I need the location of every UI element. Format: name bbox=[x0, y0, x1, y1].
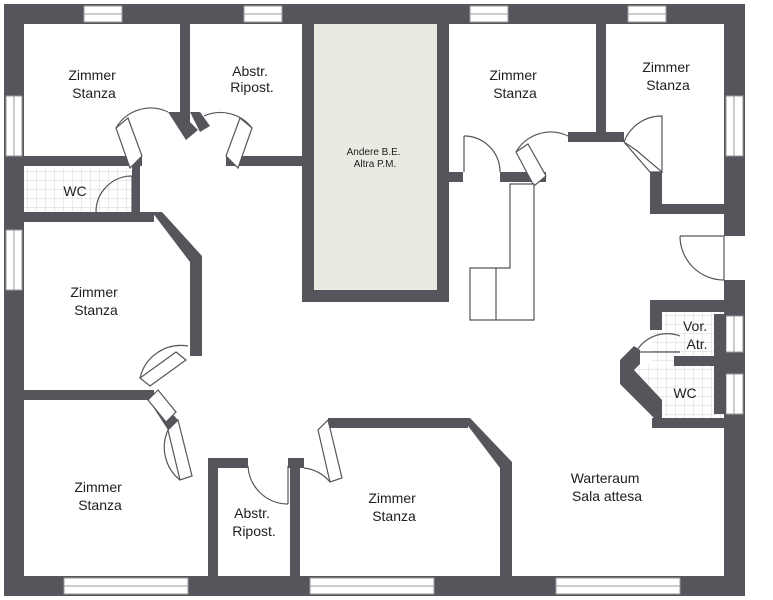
room-label-abstr-2: Abstr. Ripost. bbox=[232, 505, 276, 539]
room-label-zimmer-2: Zimmer Stanza bbox=[489, 67, 540, 101]
room-label-vor: Vor. Atr. bbox=[683, 318, 711, 352]
interior-walls bbox=[22, 22, 726, 578]
room-label-zimmer-4: Zimmer Stanza bbox=[70, 284, 121, 318]
wc-1-tiles bbox=[22, 168, 134, 214]
elevator-shaft bbox=[312, 22, 439, 292]
room-label-wc-2: WC bbox=[673, 385, 696, 401]
room-label-shaft: Andere B.E. Altra P.M. bbox=[347, 147, 404, 170]
room-label-abstr-1: Abstr. Ripost. bbox=[230, 63, 274, 95]
room-label-warteraum: Warteraum Sala attesa bbox=[571, 470, 644, 504]
doors bbox=[95, 107, 725, 505]
room-label-wc-1: WC bbox=[63, 183, 86, 199]
room-label-zimmer-3: Zimmer Stanza bbox=[642, 59, 693, 93]
reception-counter bbox=[469, 183, 535, 321]
room-label-zimmer-6: Zimmer Stanza bbox=[368, 490, 419, 524]
room-label-zimmer-1: Zimmer Stanza bbox=[68, 67, 119, 101]
windows bbox=[5, 5, 744, 595]
room-label-zimmer-5: Zimmer Stanza bbox=[74, 479, 125, 513]
